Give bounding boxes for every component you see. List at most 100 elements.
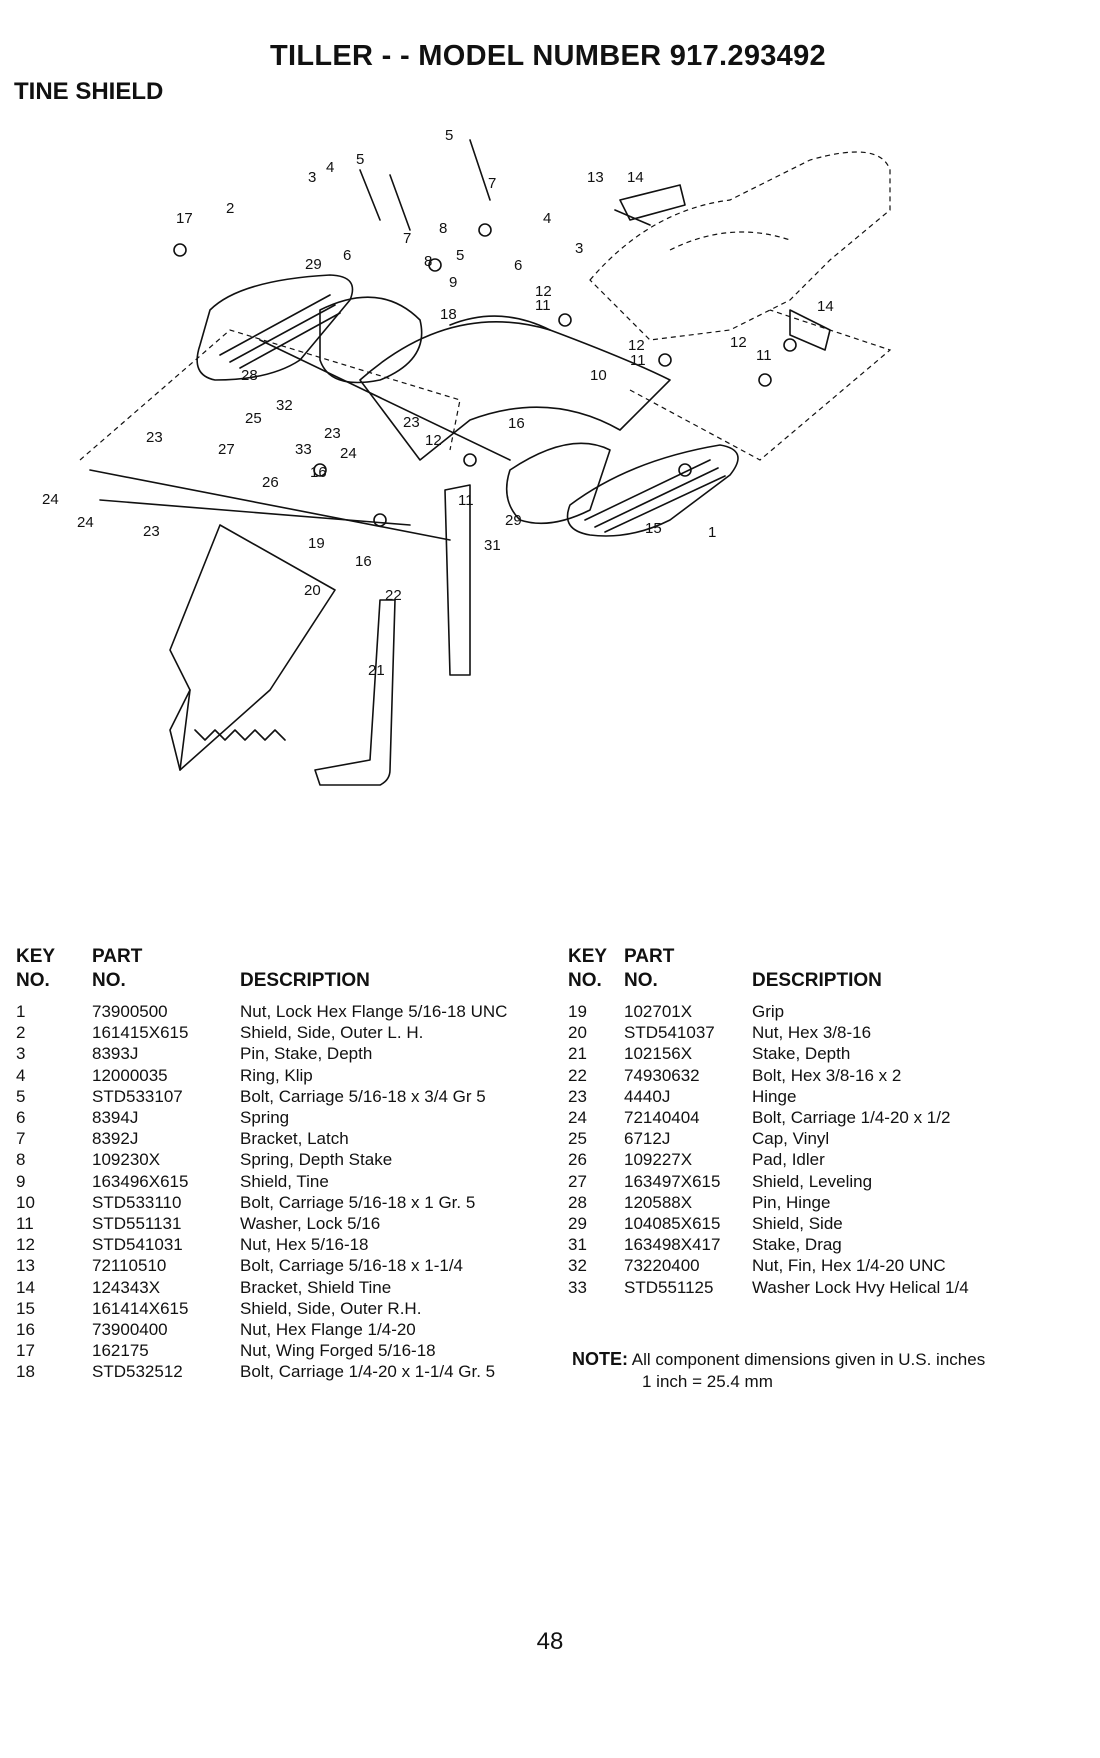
- key-no-cell: 23: [568, 1086, 587, 1106]
- callout-1: 1: [708, 524, 716, 541]
- dimensions-note: NOTE: All component dimensions given in …: [572, 1348, 985, 1393]
- part-no-cell: 73900500: [92, 1002, 168, 1021]
- part-no-cell: STD532512: [92, 1362, 183, 1382]
- key-no-cell: 27: [568, 1171, 587, 1191]
- part-no-cell: STD551131: [92, 1214, 182, 1234]
- key-no-cell: 32: [568, 1256, 587, 1276]
- description-cell: Cap, Vinyl: [752, 1129, 830, 1149]
- description-cell: Nut, Wing Forged 5/16-18: [240, 1341, 436, 1361]
- note-label: NOTE:: [572, 1349, 628, 1369]
- key-no-cell: 1: [16, 1002, 26, 1021]
- part-no-cell: 120588X: [624, 1192, 693, 1212]
- description-cell: Grip: [752, 1002, 785, 1021]
- callout-16a: 16: [310, 464, 327, 481]
- key-no-cell: 13: [16, 1256, 35, 1276]
- callout-31: 31: [484, 537, 501, 554]
- part-no-cell: 102156X: [624, 1044, 693, 1064]
- exploded-parts-diagram: 1 2 3 3 4 4 5 5 5 6 6 7 7 8 8 9 10 11 11…: [42, 130, 892, 786]
- callout-18: 18: [440, 306, 457, 323]
- description-cell: Nut, Hex 5/16-18: [240, 1235, 369, 1255]
- key-no-cell: 33: [568, 1277, 587, 1297]
- callout-5a: 5: [356, 151, 364, 168]
- key-no-cell: 6: [16, 1108, 26, 1128]
- description-cell: Bracket, Shield Tine: [240, 1277, 392, 1297]
- callout-17: 17: [176, 210, 193, 227]
- description-cell: Shield, Side: [752, 1214, 843, 1234]
- callout-23a: 23: [146, 429, 163, 446]
- description-cell: Shield, Leveling: [752, 1171, 873, 1191]
- description-cell: Bolt, Carriage 1/4-20 x 1/2: [752, 1108, 951, 1128]
- callout-5c: 5: [456, 247, 464, 264]
- part-no-cell: 124343X: [92, 1277, 161, 1297]
- description-header: DESCRIPTION: [752, 970, 882, 991]
- part-no-cell: 109227X: [624, 1150, 693, 1170]
- part-no-cell: 72140404: [624, 1108, 700, 1128]
- callout-8a: 8: [439, 220, 447, 237]
- description-cell: Pad, Idler: [752, 1150, 825, 1170]
- callout-32: 32: [276, 397, 293, 414]
- callout-13: 13: [587, 169, 604, 186]
- key-no-cell: 21: [568, 1044, 587, 1064]
- part-no-cell: 8392J: [92, 1129, 139, 1149]
- section-title: TINE SHIELD: [14, 78, 164, 105]
- callout-5b: 5: [445, 130, 453, 144]
- part-no-cell: 163498X417: [624, 1235, 721, 1255]
- key-no-cell: 4: [16, 1065, 26, 1085]
- key-no-cell: 22: [568, 1065, 587, 1085]
- callout-19: 19: [308, 535, 325, 552]
- description-cell: Nut, Hex Flange 1/4-20: [240, 1320, 416, 1340]
- table-row: 27 163497X615 Shield, Leveling: [568, 1171, 969, 1192]
- part-no-cell: 163497X615: [624, 1171, 721, 1191]
- callout-23d: 23: [143, 523, 160, 540]
- part-no-cell: STD551125: [624, 1277, 714, 1297]
- part-no-cell: 73220400: [624, 1256, 700, 1276]
- description-cell: Bolt, Carriage 5/16-18 x 1 Gr. 5: [240, 1192, 476, 1212]
- part-no-cell: 73900400: [92, 1320, 168, 1340]
- key-no-cell: 3: [16, 1044, 26, 1064]
- part-no-cell: 162175: [92, 1341, 149, 1361]
- callout-12b: 12: [628, 337, 645, 354]
- description-cell: Bolt, Carriage 5/16-18 x 1-1/4: [240, 1256, 464, 1276]
- key-no-cell: 9: [16, 1171, 26, 1191]
- part-no-cell: 12000035: [92, 1065, 168, 1085]
- key-no-cell: 31: [568, 1235, 587, 1255]
- callout-24b: 24: [77, 514, 94, 531]
- key-no-cell: 28: [568, 1192, 587, 1212]
- part-no-cell: 102701X: [624, 1002, 693, 1021]
- key-no-cell: 26: [568, 1150, 587, 1170]
- description-cell: Nut, Hex 3/8-16: [752, 1023, 872, 1043]
- description-cell: Nut, Fin, Hex 1/4-20 UNC: [752, 1256, 946, 1276]
- key-no-cell: 11: [16, 1214, 34, 1234]
- description-cell: Pin, Stake, Depth: [240, 1044, 373, 1064]
- callout-20: 20: [304, 582, 321, 599]
- description-cell: Washer, Lock 5/16: [240, 1214, 381, 1234]
- note-conversion: 1 inch = 25.4 mm: [642, 1372, 773, 1391]
- callout-12c: 12: [425, 432, 442, 449]
- description-cell: Spring, Depth Stake: [240, 1150, 393, 1170]
- callout-11a: 11: [535, 297, 551, 314]
- callout-4b: 4: [543, 210, 551, 227]
- description-cell: Shield, Side, Outer L. H.: [240, 1023, 424, 1043]
- part-no-cell: STD541031: [92, 1235, 183, 1255]
- description-cell: Stake, Drag: [752, 1235, 842, 1255]
- part-no-cell: 6712J: [624, 1129, 671, 1149]
- key-no-cell: 15: [16, 1298, 35, 1318]
